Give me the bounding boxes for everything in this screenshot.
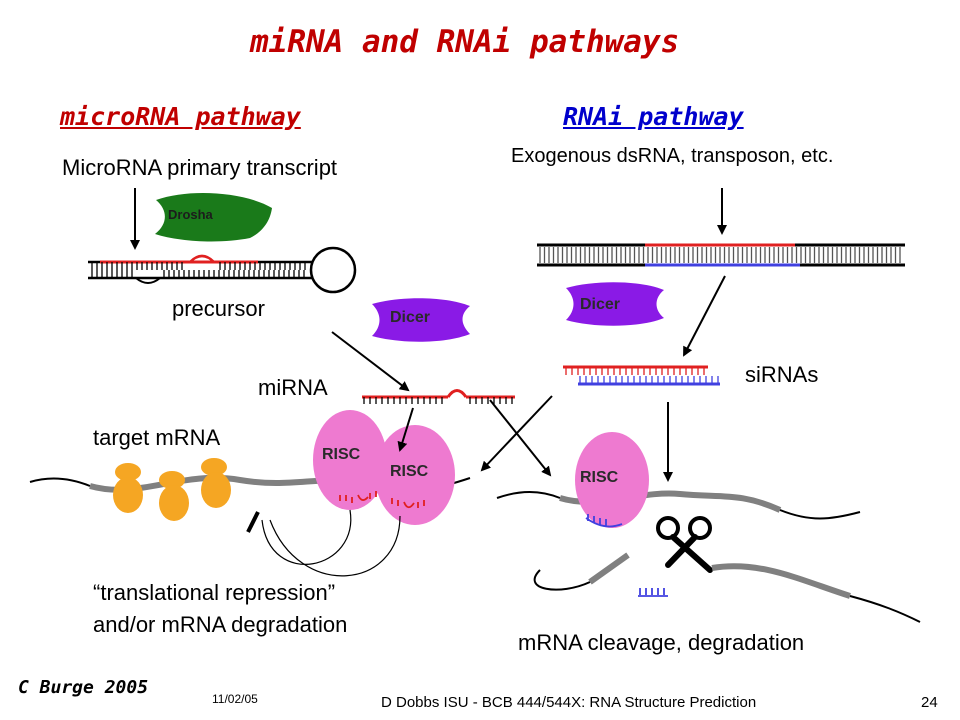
- page-number: 24: [921, 694, 938, 711]
- mirna-duplex: [362, 389, 515, 404]
- risc-label: RISC: [322, 446, 361, 463]
- risc-complex: [575, 432, 649, 528]
- mirna-label: miRNA: [258, 375, 328, 400]
- mrna-right-end: [779, 509, 861, 520]
- repression-curve: [269, 515, 401, 577]
- right-heading: RNAi pathway: [563, 102, 744, 131]
- date: 11/02/05: [212, 692, 258, 706]
- mrna-right-start: [496, 491, 561, 499]
- risc-label: RISC: [390, 463, 429, 480]
- left-heading: microRNA pathway: [60, 102, 301, 131]
- outcome-right: mRNA cleavage, degradation: [518, 630, 805, 655]
- dicer-right-label: Dicer: [580, 296, 621, 313]
- left-source-label: MicroRNA primary transcript: [62, 155, 338, 180]
- drosha-label: Drosha: [168, 207, 213, 222]
- risc-complex: [375, 425, 455, 525]
- cleaved-fragment: [588, 552, 630, 585]
- page-title: miRNA and RNAi pathways: [250, 24, 680, 60]
- mirna-to-rnai-path-arrow: [489, 399, 552, 477]
- dsrna-duplex: [537, 243, 905, 267]
- risc-complex: [313, 410, 387, 510]
- cleaved-fragment: [533, 569, 591, 591]
- target-mrna-label: target mRNA: [93, 425, 221, 450]
- dicer-right-enzyme: [566, 282, 664, 326]
- primary-transcript-hairpin: [88, 246, 357, 294]
- drosha-enzyme: [155, 193, 272, 242]
- scissors-icon: [656, 516, 713, 573]
- dicer-left-label: Dicer: [390, 309, 431, 326]
- bound-mirna: [339, 491, 377, 503]
- inhibition-bar: [246, 511, 260, 533]
- cleaved-fragment: [849, 595, 921, 623]
- precursor-label: precursor: [172, 296, 265, 321]
- credit: C Burge 2005: [18, 677, 149, 698]
- ribosome: [159, 471, 189, 521]
- sirnas-label: siRNAs: [745, 362, 819, 387]
- sirna-duplex: [563, 365, 720, 386]
- bound-sirna: [585, 514, 623, 528]
- right-source-label: Exogenous dsRNA, transposon, etc.: [511, 145, 834, 167]
- mrna-left-tail: [29, 477, 91, 487]
- released-sirna: [638, 588, 668, 597]
- dicer-to-sirna-arrow: [683, 275, 726, 357]
- risc-label: RISC: [580, 469, 619, 486]
- dicer-left-enzyme: [372, 298, 470, 342]
- outcome-left-line2: and/or mRNA degradation: [93, 612, 348, 637]
- ribosome: [113, 463, 143, 513]
- footer: D Dobbs ISU - BCB 444/544X: RNA Structur…: [381, 694, 757, 711]
- outcome-left-line1: “translational repression”: [93, 580, 336, 605]
- repression-curve: [261, 509, 352, 565]
- ribosome: [201, 458, 231, 508]
- mirna-to-risc-arrow: [397, 407, 414, 452]
- bound-mirna: [391, 498, 425, 509]
- precursor-arrow: [331, 331, 410, 392]
- cleaved-fragment: [711, 563, 851, 599]
